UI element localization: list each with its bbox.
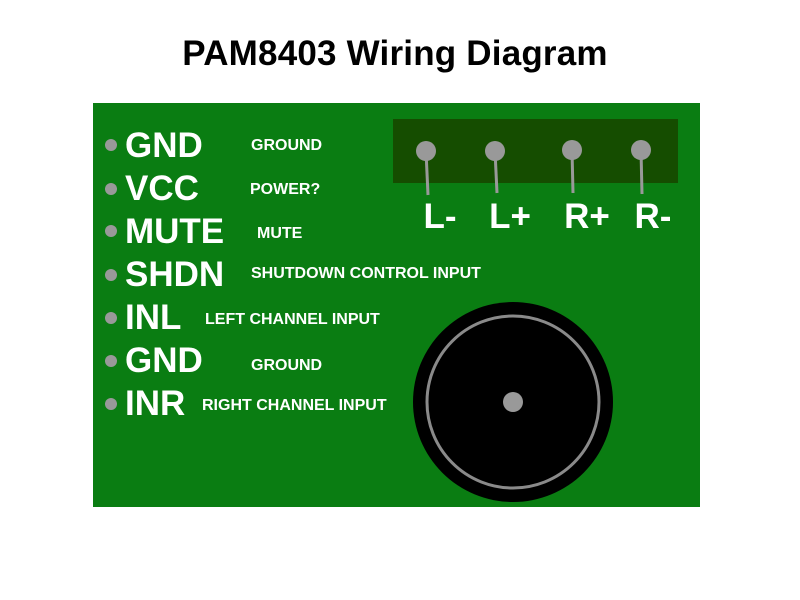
- terminal-screw-r-minus: [631, 140, 651, 160]
- pin-row-vcc: VCC POWER?: [93, 169, 513, 209]
- pin-inr-description: RIGHT CHANNEL INPUT: [202, 397, 387, 414]
- pin-mute-name: MUTE: [125, 212, 225, 251]
- pin-gnd-1-dot: [105, 139, 117, 151]
- terminal-screw-l-plus: [485, 141, 505, 161]
- pin-inl-description: LEFT CHANNEL INPUT: [205, 311, 380, 328]
- pin-shdn-description: SHUTDOWN CONTROL INPUT: [251, 265, 481, 282]
- terminal-label-r-plus: R+: [564, 197, 610, 236]
- terminal-screw-r-plus: [562, 140, 582, 160]
- pin-shdn-dot: [105, 269, 117, 281]
- pin-inl-name: INL: [125, 298, 182, 337]
- pin-vcc-description: POWER?: [250, 181, 321, 198]
- pin-gnd-1-name: GND: [125, 126, 203, 165]
- pin-mute-dot: [105, 225, 117, 237]
- page-title: PAM8403 Wiring Diagram: [182, 34, 608, 73]
- terminal-label-l-minus: L-: [423, 197, 457, 236]
- pin-row-mute: MUTE MUTE: [93, 212, 513, 252]
- pin-shdn-name: SHDN: [125, 255, 225, 294]
- pin-row-gnd-2: GND GROUND: [93, 341, 513, 381]
- terminal-screw-l-minus: [416, 141, 436, 161]
- pin-row-shdn: SHDN SHUTDOWN CONTROL INPUT: [93, 255, 513, 295]
- pin-mute-description: MUTE: [257, 225, 303, 242]
- pin-gnd-1-description: GROUND: [251, 137, 323, 154]
- pin-gnd-2-name: GND: [125, 341, 203, 380]
- pin-vcc-dot: [105, 183, 117, 195]
- pin-inr-dot: [105, 398, 117, 410]
- pin-gnd-2-description: GROUND: [251, 357, 323, 374]
- pin-vcc-name: VCC: [125, 169, 199, 208]
- pin-inr-name: INR: [125, 384, 186, 423]
- pcb-board: GND GROUND VCC POWER? MUTE MUTE SHDN SHU…: [93, 103, 700, 507]
- pin-row-gnd-1: GND GROUND: [93, 126, 513, 166]
- board-graphics: [93, 103, 700, 507]
- speaker-center: [503, 392, 523, 412]
- terminal-label-l-plus: L+: [489, 197, 531, 236]
- pin-inl-dot: [105, 312, 117, 324]
- pin-gnd-2-dot: [105, 355, 117, 367]
- speaker-ring: [425, 314, 601, 490]
- terminal-label-r-minus: R-: [634, 197, 672, 236]
- terminal-block: [393, 119, 678, 183]
- pin-row-inl: INL LEFT CHANNEL INPUT: [93, 298, 513, 338]
- pin-row-inr: INR RIGHT CHANNEL INPUT: [93, 384, 513, 424]
